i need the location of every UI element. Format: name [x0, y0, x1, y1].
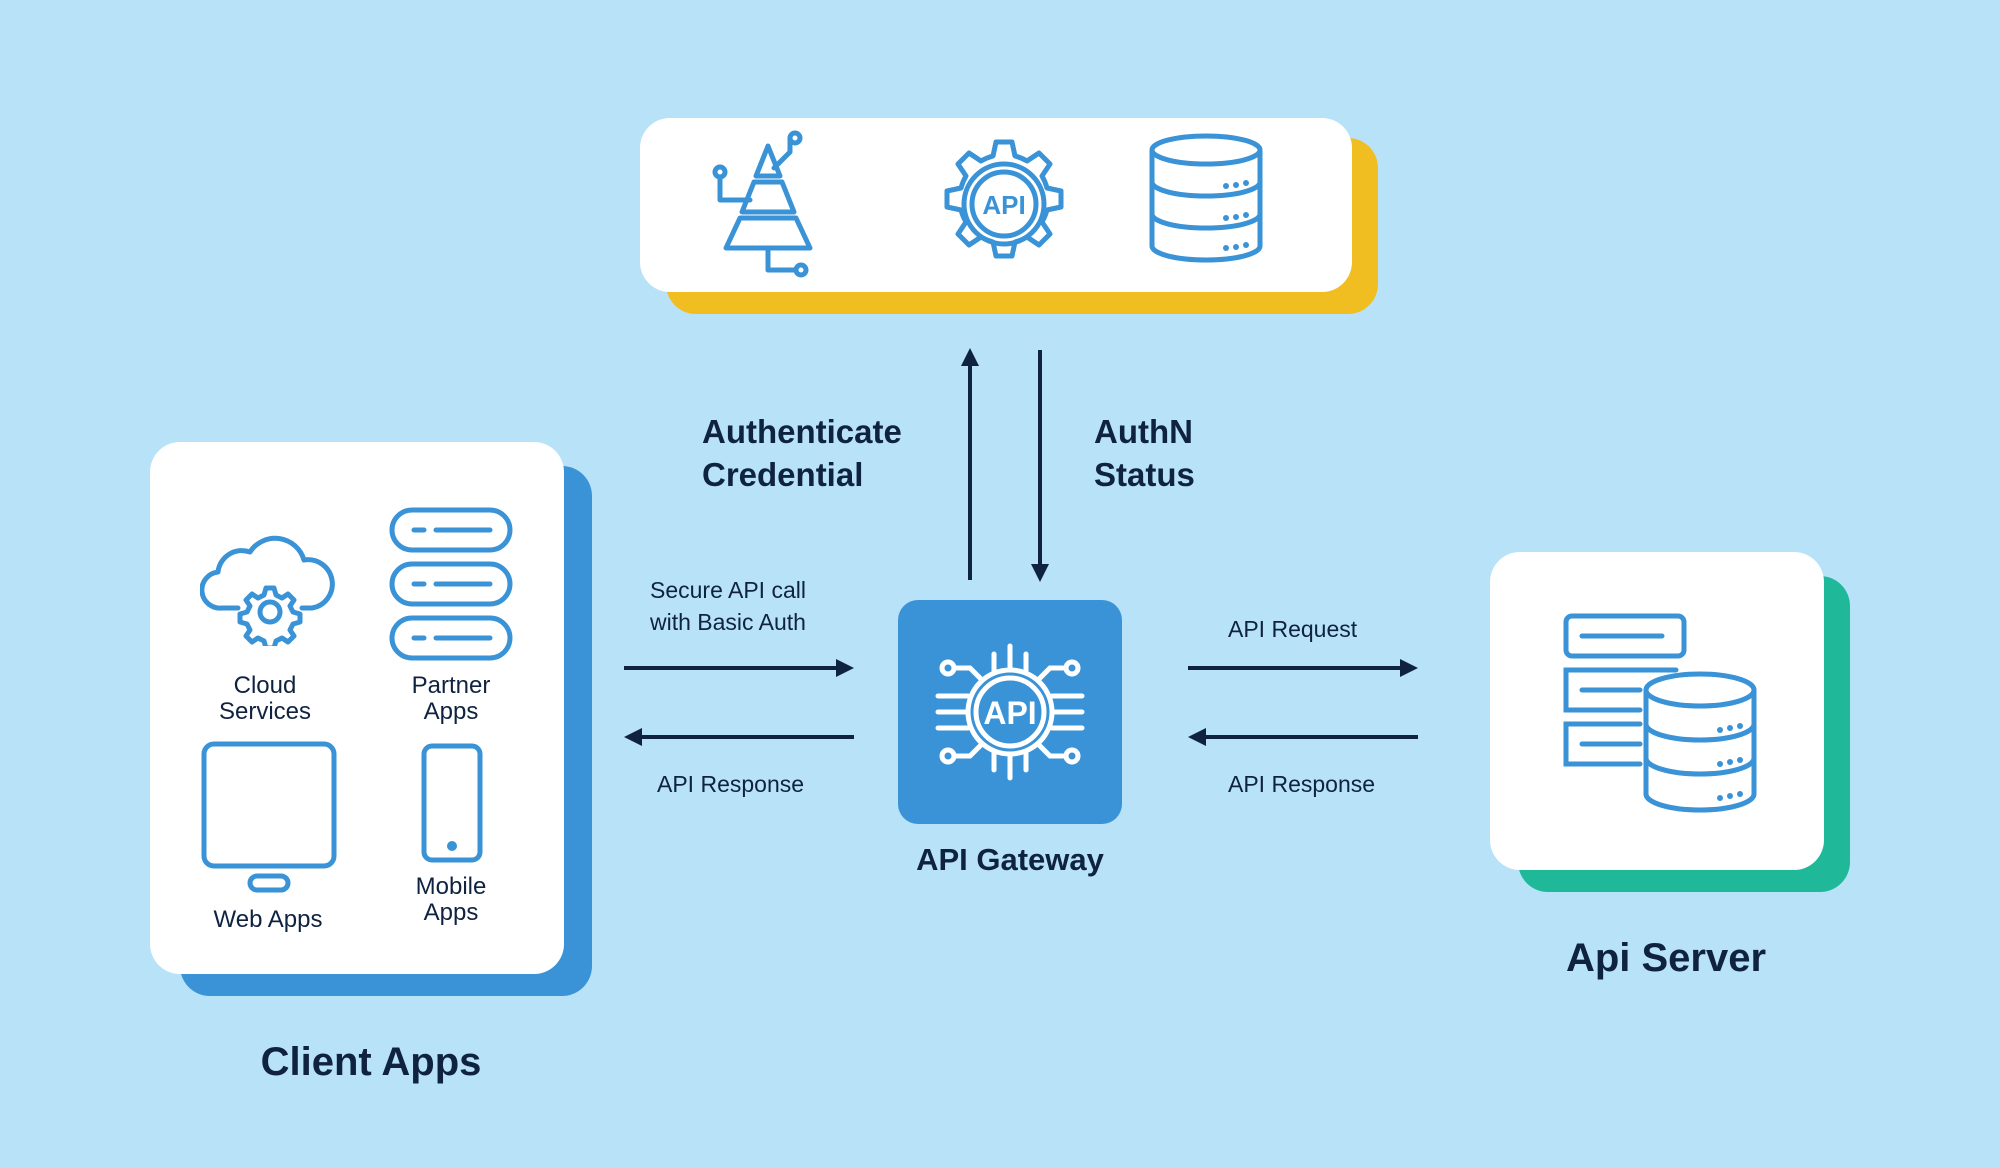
api-server-title: Api Server: [1565, 936, 1767, 980]
api-request-right-arrow: [1188, 659, 1418, 677]
tree-network-icon: [712, 130, 813, 278]
authn-status-down-arrow: [1031, 350, 1049, 582]
api-request-label: API Request: [1228, 616, 1358, 642]
api-server-card: [1490, 552, 1824, 870]
api-gateway-label: API Gateway: [916, 842, 1104, 877]
api-gear-text: API: [982, 190, 1025, 220]
monitor-icon: [201, 741, 337, 893]
cloud-services-label: Cloud Services: [218, 672, 312, 725]
partner-apps-label: Partner Apps: [411, 672, 491, 725]
mobile-apps-label: Mobile Apps: [415, 873, 487, 926]
secure-api-call-label: Secure API call with Basic Auth: [650, 577, 806, 635]
client-apps-title: Client Apps: [260, 1040, 482, 1084]
database-icon: [1149, 133, 1263, 263]
api-gateway-box: API: [898, 600, 1122, 824]
client-apps-card: [150, 442, 564, 974]
api-response-right-label: API Response: [1228, 771, 1376, 797]
web-apps-label: Web Apps: [213, 906, 323, 933]
api-response-left-arrow: [624, 728, 854, 746]
api-chip-icon: API: [935, 643, 1085, 781]
authenticate-up-arrow: [961, 348, 979, 580]
api-response-left-label: API Response: [657, 771, 805, 797]
server-database-icon: [1563, 613, 1757, 813]
api-response-right-arrow-line: [1188, 728, 1418, 746]
secure-call-right-arrow: [624, 659, 854, 677]
mobile-phone-icon: [421, 743, 483, 863]
cloud-gear-icon: [200, 535, 335, 646]
api-chip-text: API: [983, 695, 1036, 731]
authenticate-credential-label: Authenticate Credential: [702, 413, 902, 493]
api-gear-icon: API: [944, 139, 1064, 259]
server-stack-icon: [389, 507, 513, 661]
authn-status-label: AuthN Status: [1094, 413, 1195, 493]
